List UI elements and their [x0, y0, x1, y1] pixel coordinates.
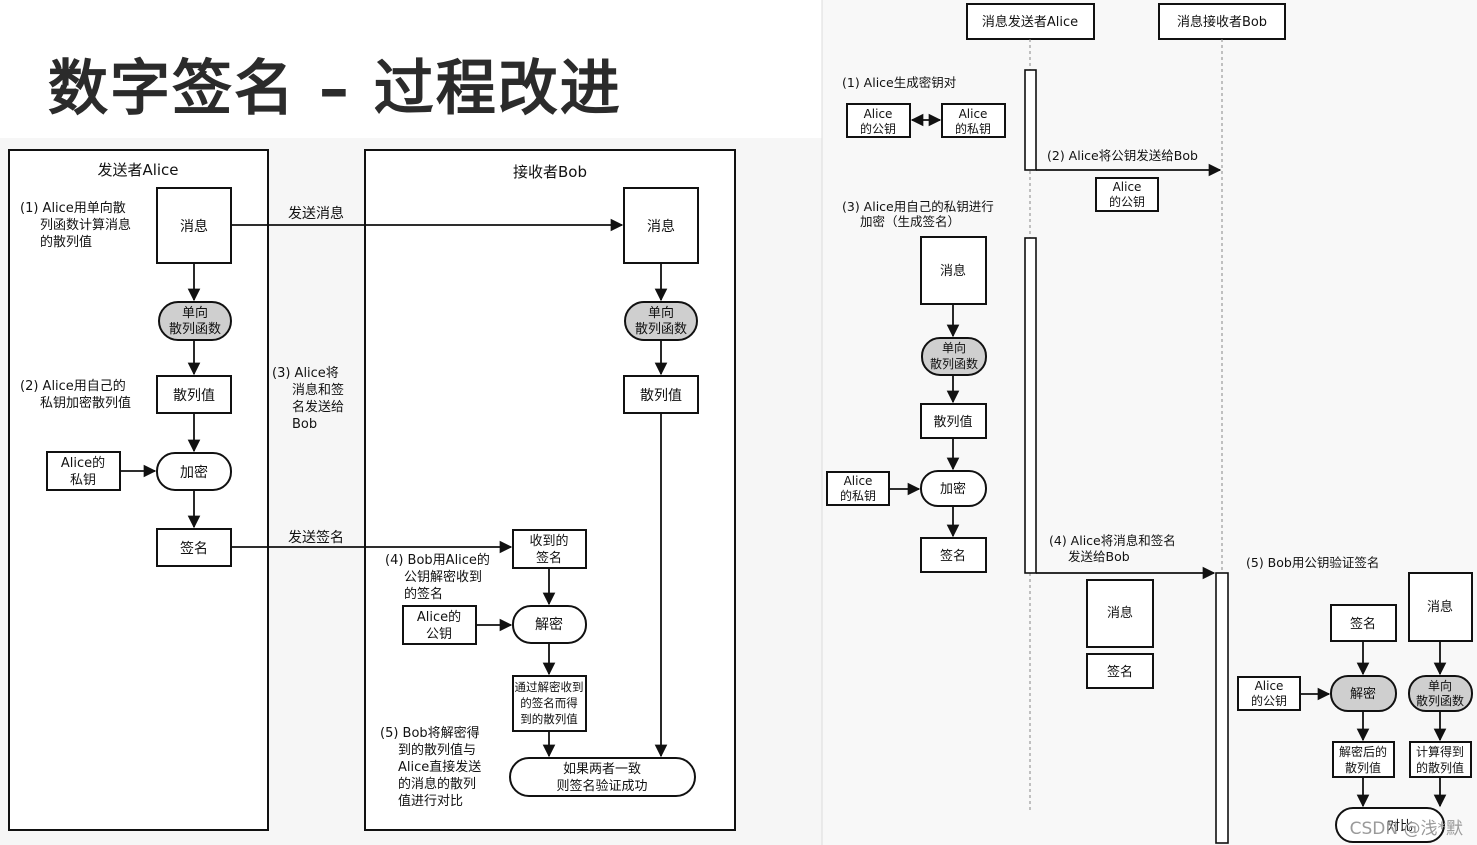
- sender-message-label: 消息: [180, 218, 208, 235]
- bob-message-label: 消息: [1427, 599, 1453, 615]
- alice-private-key-box: [46, 451, 121, 491]
- bob-hash-function-line1: 单向: [1428, 678, 1452, 693]
- alice-activation-1: [1024, 69, 1037, 171]
- receiver-message-label: 消息: [647, 218, 675, 235]
- right-step3-text: (3) Alice用自己的私钥进行 加密（生成签名）: [842, 199, 998, 229]
- bob-public-key-line2: 的公钥: [1251, 693, 1287, 708]
- receiver-hash-value-label: 散列值: [640, 388, 682, 404]
- sender-hash-function-line2: 散列函数: [169, 322, 221, 337]
- decrypted-hash-value-line2: 散列值: [1345, 760, 1381, 775]
- sent-public-key-box: [1095, 177, 1159, 212]
- right-alice-public-key-box: [846, 103, 911, 138]
- receiver-hash-function-line2: 散列函数: [635, 322, 687, 337]
- bob-signature-label: 签名: [1350, 616, 1376, 632]
- decrypted-hash-value-line1: 解密后的: [1339, 744, 1387, 759]
- alice-lifeline-header: [966, 3, 1095, 40]
- left-step3-text: (3) Alice将 消息和签 名发送给 Bob: [272, 366, 348, 432]
- decrypted-hash-box: [512, 675, 587, 732]
- bob-lifeline-header-label: 消息接收者Bob: [1177, 14, 1267, 30]
- alice-public-key-box: [402, 605, 477, 645]
- send-signature-label: 发送签名: [288, 529, 344, 546]
- alice-private-key-line2: 私钥: [70, 473, 96, 488]
- alice-private-key-line1: Alice的: [61, 455, 105, 471]
- right-private-key-line1: Alice: [844, 474, 873, 488]
- bob-activation: [1215, 572, 1229, 844]
- decrypted-hash-line3: 到的散列值: [520, 712, 578, 726]
- csdn-watermark: CSDN @浅*默: [1349, 819, 1463, 839]
- verification-result-line2: 则签名验证成功: [556, 778, 647, 794]
- sent-signature-box: [1086, 653, 1154, 689]
- bob-hash-function-line2: 散列函数: [1416, 693, 1464, 708]
- compare-label: 对比: [1387, 819, 1413, 834]
- right-private-key-line2: 的私钥: [840, 488, 876, 503]
- alice-public-key-line1: Alice的: [417, 609, 461, 625]
- sender-signature-label: 签名: [180, 540, 208, 557]
- right-hash-value-label: 散列值: [933, 414, 972, 430]
- right-message-label: 消息: [940, 263, 966, 279]
- right-hash-function: [921, 337, 987, 376]
- alice-public-key-line2: 公钥: [426, 627, 452, 642]
- received-signature-line2: 签名: [536, 550, 562, 566]
- alice-lifeline-header-label: 消息发送者Alice: [982, 14, 1078, 30]
- bob-decrypt-label: 解密: [1350, 686, 1376, 702]
- right-hash-value-box: [920, 403, 987, 439]
- compare-node: [1335, 807, 1445, 843]
- verification-result: [509, 757, 696, 797]
- sent-public-key-line1: Alice: [1113, 180, 1142, 194]
- right-alice-private-key-line2: 的私钥: [955, 121, 991, 136]
- left-step5-text: (5) Bob将解密得 到的散列值与 Alice直接发送 的消息的散列 值进行对…: [380, 725, 485, 809]
- receiver-decrypt-label: 解密: [535, 616, 563, 633]
- right-step1-text: (1) Alice生成密钥对: [842, 75, 956, 90]
- receiver-hash-value-box: [623, 375, 699, 414]
- left-step2-text: (2) Alice用自己的 私钥加密散列值: [20, 378, 131, 411]
- send-message-label: 发送消息: [288, 205, 344, 222]
- right-step4-text: (4) Alice将消息和签名 发送给Bob: [1049, 533, 1180, 564]
- verification-result-line1: 如果两者一致: [563, 761, 641, 777]
- sender-hash-function: [158, 301, 232, 341]
- right-hash-function-line2: 散列函数: [930, 356, 978, 371]
- sent-signature-label: 签名: [1107, 664, 1133, 680]
- right-encrypt-label: 加密: [940, 481, 966, 497]
- right-alice-private-key-box: [941, 103, 1006, 138]
- right-alice-public-key-line2: 的公钥: [860, 121, 896, 136]
- sender-hash-value-box: [156, 375, 232, 414]
- decrypted-hash-line2: 的签名而得: [520, 696, 578, 710]
- received-signature-box: [512, 529, 587, 569]
- sender-signature-box: [156, 528, 232, 567]
- left-step1-text: (1) Alice用单向散 列函数计算消息 的散列值: [20, 200, 135, 250]
- sent-message-box: [1086, 579, 1154, 648]
- receiver-message-box: [623, 187, 699, 264]
- right-step5-text: (5) Bob用公钥验证签名: [1246, 555, 1379, 570]
- decrypted-hash-value-box: [1332, 741, 1395, 778]
- right-signature-box: [920, 537, 987, 573]
- bob-public-key-line1: Alice: [1255, 679, 1284, 693]
- page-title: 数字签名 – 过程改进: [48, 54, 622, 124]
- decrypted-hash-line1: 通过解密收到: [515, 680, 584, 694]
- sender-hash-function-line1: 单向: [182, 305, 208, 321]
- right-alice-private-key-line1: Alice: [959, 107, 988, 121]
- bob-public-key-box: [1237, 676, 1301, 711]
- sender-hash-value-label: 散列值: [173, 388, 215, 404]
- bob-lifeline-header: [1158, 3, 1286, 40]
- received-signature-line1: 收到的: [529, 533, 568, 549]
- computed-hash-value-line2: 的散列值: [1416, 760, 1464, 775]
- receiver-hash-function-line1: 单向: [648, 305, 674, 321]
- sender-encrypt-label: 加密: [180, 464, 208, 481]
- sender-title: 发送者Alice: [97, 161, 178, 179]
- right-hash-function-line1: 单向: [942, 340, 966, 355]
- right-signature-label: 签名: [940, 548, 966, 564]
- left-step4-text: (4) Bob用Alice的 公钥解密收到 的签名: [385, 552, 494, 602]
- right-alice-public-key-line1: Alice: [864, 107, 893, 121]
- alice-activation-2: [1024, 237, 1037, 574]
- computed-hash-value-line1: 计算得到: [1416, 744, 1464, 759]
- sent-public-key-line2: 的公钥: [1109, 194, 1145, 209]
- right-step2-text: (2) Alice将公钥发送给Bob: [1047, 148, 1198, 163]
- sent-message-label: 消息: [1107, 605, 1133, 621]
- receiver-title: 接收者Bob: [513, 163, 587, 181]
